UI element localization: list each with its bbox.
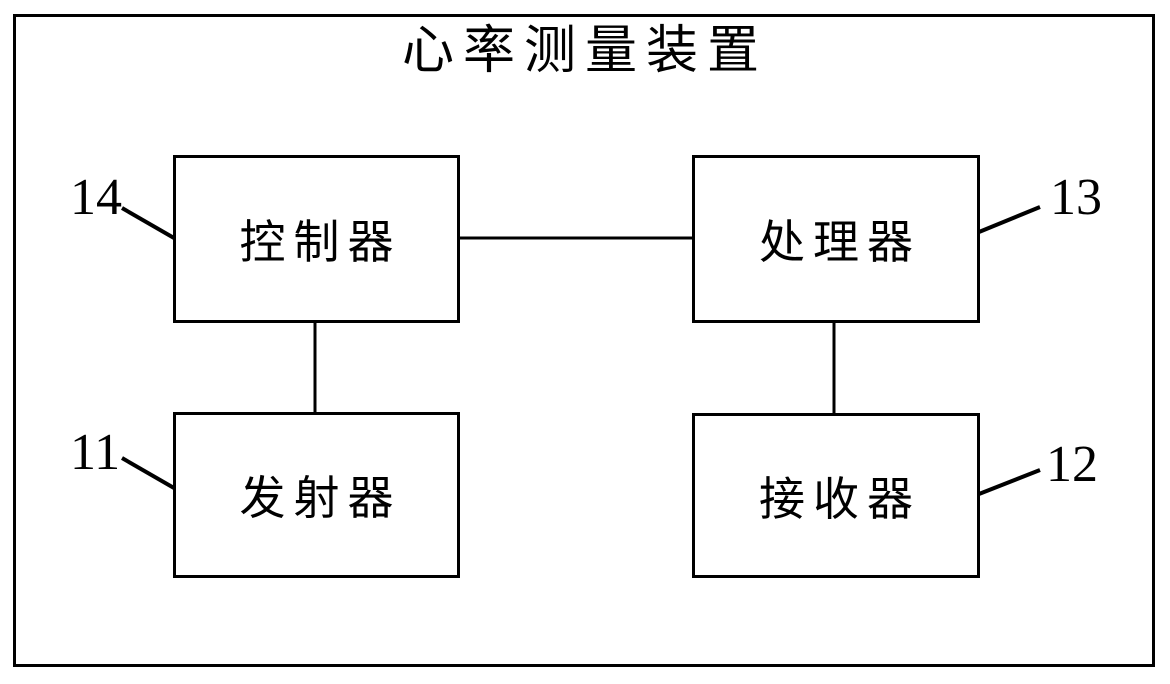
node-receiver: 接收器 — [692, 413, 980, 578]
ref-label-processor: 13 — [1050, 169, 1102, 226]
node-controller-label: 控制器 — [239, 217, 402, 268]
node-transmitter-label: 发射器 — [239, 473, 402, 524]
node-receiver-label: 接收器 — [759, 473, 921, 525]
ref-label-receiver: 12 — [1046, 436, 1098, 493]
ref-label-transmitter: 11 — [70, 424, 121, 481]
node-processor: 处理器 — [692, 155, 980, 323]
node-processor-label: 处理器 — [759, 217, 921, 268]
node-transmitter: 发射器 — [173, 412, 460, 578]
diagram-title: 心率测量装置 — [401, 23, 768, 80]
node-controller: 控制器 — [173, 155, 460, 323]
figure-border — [13, 14, 1155, 667]
ref-label-controller: 14 — [70, 169, 122, 226]
